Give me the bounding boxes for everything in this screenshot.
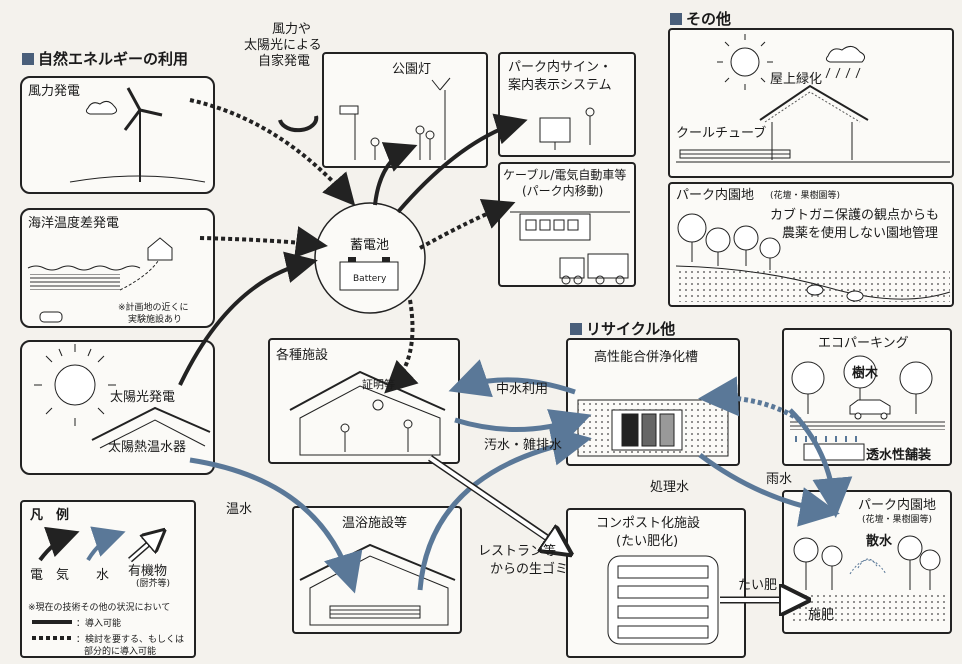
wind-power-box [20, 76, 215, 194]
bath-house-illustration [299, 543, 456, 626]
fertilize-label: 施肥 [808, 608, 835, 623]
beetle-note-2: 農薬を使用しない園地管理 [782, 226, 939, 241]
lighting-label: 証明等 [362, 378, 395, 391]
arrow-gray-water [448, 359, 576, 398]
legend-glyphs [32, 526, 162, 640]
battery-icon [339, 261, 399, 291]
compost-illustration [607, 555, 719, 645]
legend-note: ※現在の技術その他の状況において [28, 603, 171, 613]
cool-tube-label: クールチューブ [676, 126, 767, 141]
compost-label-2: (たい肥化) [616, 534, 679, 549]
section-other: その他 [670, 8, 731, 29]
park-garden-illustration [675, 213, 951, 302]
cable-car-illustration [510, 211, 630, 285]
arrow-solar-to-battery [178, 251, 318, 386]
arrow-bath-to-septic [417, 426, 592, 591]
legend-organic: 有機物 [128, 564, 168, 579]
park-garden2-label: パーク内園地 [858, 498, 937, 513]
restaurant-label-1: レストラン等 [478, 544, 557, 559]
home-gen-label-1: 風力や [272, 22, 312, 37]
eco-parking-illustration [790, 355, 945, 461]
rain-water-label: 雨水 [766, 472, 793, 487]
wind-power-label: 風力発電 [28, 84, 81, 99]
facilities-label: 各種施設 [276, 348, 329, 363]
septic-tank-illustration [577, 399, 729, 457]
park-light-illustration [278, 77, 451, 160]
solar-power-label: 太陽光発電 [110, 390, 176, 405]
arrow-battery-to-facilities [384, 299, 419, 394]
compost-label-1: コンポスト化施設 [596, 516, 701, 531]
legend-title: 凡 例 [30, 508, 70, 523]
treated-water-label: 処理水 [650, 480, 690, 495]
legend-solid-desc: ：導入可能 [76, 619, 122, 629]
solar-heat-label: 太陽熱温水器 [108, 440, 187, 455]
cable-label-1: ケーブル/電気自動車等 [503, 168, 627, 182]
park-light-label: 公園灯 [392, 62, 432, 77]
ocean-note-1: ※計画地の近くに [118, 303, 189, 313]
arrow-wind-to-battery [189, 98, 356, 207]
cable-label-2: (パーク内移動) [522, 184, 604, 198]
arrow-hot-water [189, 457, 363, 594]
arrow-treated-water [698, 452, 840, 527]
ocean-thermal-label: 海洋温度差発電 [28, 216, 120, 231]
sun-illustration [34, 344, 211, 449]
sprinkler-garden-illustration [790, 535, 945, 624]
ocean-illustration [27, 237, 173, 323]
battery-node [314, 202, 426, 314]
legend-electric: 電 気 [30, 568, 70, 583]
battery-tag: Battery [353, 274, 387, 284]
eco-parking-label: エコパーキング [818, 336, 909, 351]
trees-label: 樹木 [852, 366, 879, 381]
section-natural-energy: 自然エネルギーの利用 [22, 48, 188, 69]
facilities-house-illustration [289, 370, 446, 456]
signage-label-1: パーク内サイン・ [508, 60, 613, 75]
eco-parking-box [782, 328, 952, 466]
arrow-ocean-to-battery [199, 226, 328, 258]
legend-dashed-desc-1: ：検討を要する、もしくは [76, 635, 185, 645]
sprinkle-label: 散水 [866, 534, 893, 549]
ocean-note-2: 実験施設あり [128, 315, 183, 325]
legend-organic-sub: (厨芥等) [136, 579, 171, 589]
arrow-rain-to-garden [788, 408, 853, 518]
roof-green-label: 屋上緑化 [770, 72, 823, 87]
park-garden-label: パーク内園地 [676, 188, 755, 203]
compost-flow-label: たい肥 [738, 578, 778, 593]
arrow-battery-to-light [373, 142, 418, 206]
signage-label-2: 案内表示システム [508, 78, 612, 93]
roof-greening-illustration [676, 34, 950, 163]
section-recycle: リサイクル他 [570, 318, 675, 339]
septic-label: 高性能合併浄化槽 [594, 350, 699, 365]
home-gen-label-3: 自家発電 [258, 54, 311, 69]
solar-box [20, 340, 215, 475]
restaurant-label-2: からの生ゴミ [490, 562, 569, 577]
bath-label: 温浴施設等 [342, 516, 408, 531]
wind-turbine-illustration [69, 87, 206, 183]
legend-water: 水 [96, 568, 110, 583]
beetle-note-1: カブトガニ保護の観点からも [770, 208, 940, 223]
hot-water-label: 温水 [226, 502, 253, 517]
park-garden2-sub: (花壇・果樹園等) [862, 515, 933, 525]
gray-water-label: 中水利用 [496, 382, 549, 397]
legend-dashed-desc-2: 部分的に導入可能 [84, 647, 157, 657]
home-gen-label-2: 太陽光による [244, 38, 322, 53]
battery-label: 蓄電池 [350, 238, 390, 253]
arrow-battery-to-cable [419, 198, 516, 250]
ocean-thermal-box [20, 208, 215, 328]
park-garden-sub: (花壇・果樹園等) [770, 191, 841, 201]
legend-box [20, 500, 196, 658]
arrow-battery-to-signage [396, 113, 528, 214]
permeable-label: 透水性舗装 [866, 448, 932, 463]
arrow-waste-water [454, 409, 592, 447]
signage-illustration [539, 107, 595, 150]
waste-water-label: 汚水・雑排水 [484, 438, 563, 453]
